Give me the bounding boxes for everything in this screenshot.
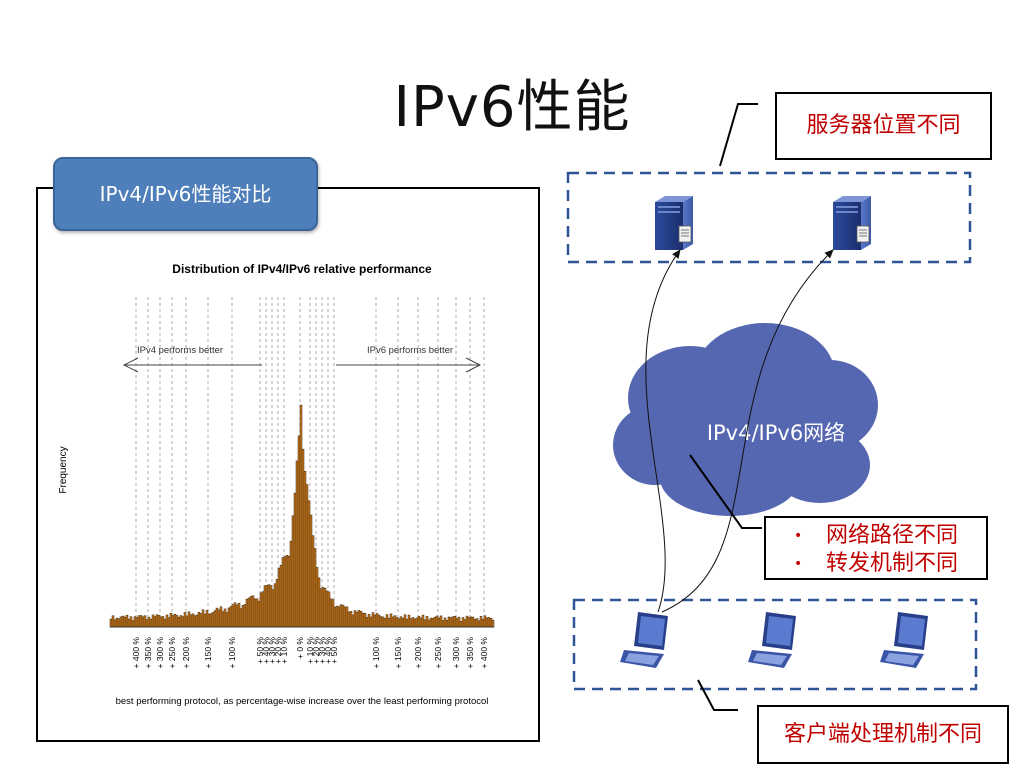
- x-tick-label: + 200 %: [181, 637, 191, 669]
- leader-line-network: [689, 454, 762, 529]
- arrow-right: [336, 357, 482, 373]
- x-tick-label: + 150 %: [393, 637, 403, 669]
- chart-title: Distribution of IPv4/IPv6 relative perfo…: [172, 262, 432, 276]
- x-axis-label: best performing protocol, as percentage-…: [116, 696, 489, 707]
- annotation-ipv6-better: IPv6 performs better: [367, 345, 453, 356]
- cloud-label: IPv4/IPv6网络: [707, 421, 845, 445]
- x-tick-label: + 350 %: [143, 637, 153, 669]
- x-tick-label: + 20 %: [311, 637, 321, 664]
- slide-title: IPv6性能: [393, 75, 631, 140]
- network-cloud: [613, 323, 878, 516]
- server-group-box: [566, 171, 972, 264]
- x-tick-label: + 400 %: [479, 637, 489, 669]
- arrow-left: [122, 357, 262, 373]
- x-tick-label: + 10 %: [279, 637, 289, 664]
- x-tick-label: + 350 %: [465, 637, 475, 669]
- laptop-icon: [880, 612, 928, 668]
- x-tick-label: + 150 %: [203, 637, 213, 669]
- annotation-ipv4-better: IPv4 performs better: [137, 345, 223, 356]
- x-tick-label: + 40 %: [323, 637, 333, 664]
- x-tick-label: + 40 %: [261, 637, 271, 664]
- client-group-box: [572, 598, 978, 691]
- callout-client-processing: 客户端处理机制不同: [757, 705, 1009, 764]
- x-tick-label: + 50 %: [255, 637, 265, 664]
- callout-server-location: 服务器位置不同: [775, 92, 992, 160]
- x-tick-label: + 0 %: [295, 637, 305, 659]
- x-tick-label: + 200 %: [413, 637, 423, 669]
- server-icon: [655, 196, 693, 250]
- server-icon: [833, 196, 871, 250]
- x-tick-label: + 300 %: [451, 637, 461, 669]
- x-tick-label: + 20 %: [273, 637, 283, 664]
- histogram-chart: Distribution of IPv4/IPv6 relative perfo…: [58, 262, 495, 707]
- leader-line-server: [719, 103, 758, 167]
- x-tick-label: + 400 %: [131, 637, 141, 669]
- x-tick-label: + 50 %: [329, 637, 339, 664]
- callout-network-differences: • 网络路径不同 • 转发机制不同: [764, 516, 988, 580]
- x-tick-label: + 30 %: [317, 637, 327, 664]
- y-axis-label: Frequency: [58, 446, 69, 493]
- x-tick-label: + 250 %: [167, 637, 177, 669]
- chart-frame: Distribution of IPv4/IPv6 relative perfo…: [36, 187, 540, 742]
- callout-bullet-item: • 网络路径不同: [766, 522, 986, 550]
- bullet-glyph: •: [794, 528, 803, 544]
- laptop-icon: [748, 612, 796, 668]
- laptop-icon: [620, 612, 668, 668]
- x-tick-label: + 30 %: [267, 637, 277, 664]
- bullet-glyph: •: [794, 556, 803, 572]
- x-tick-label: + 10 %: [305, 637, 315, 664]
- path-arrow-to-server-1: [645, 249, 681, 613]
- callout-bullet-item: • 转发机制不同: [766, 550, 986, 578]
- x-tick-label: + 100 %: [371, 637, 381, 669]
- callout-item-text: 网络路径不同: [826, 523, 959, 548]
- x-tick-label: + 250 %: [433, 637, 443, 669]
- x-tick-label: + 100 %: [227, 637, 237, 669]
- callout-item-text: 转发机制不同: [826, 551, 959, 576]
- path-arrow-to-server-2: [661, 249, 834, 613]
- leader-line-client: [697, 679, 738, 711]
- x-tick-label: + 300 %: [155, 637, 165, 669]
- chart-panel-tab: IPv4/IPv6性能对比: [53, 157, 318, 231]
